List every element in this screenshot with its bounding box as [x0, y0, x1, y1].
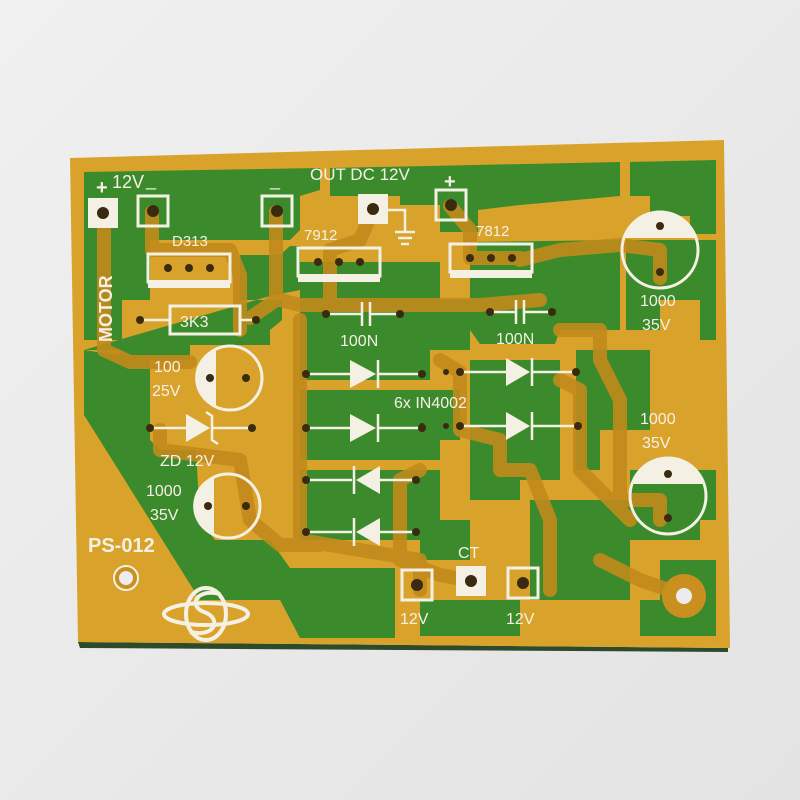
label-100n-left: 100N [340, 333, 378, 350]
cap-1000-right-footprint [628, 456, 708, 536]
exposed-substrate-corner [78, 430, 300, 642]
label-cap-1000-right-value: 1000 [640, 411, 676, 428]
label-motor-minus: _ [145, 170, 157, 191]
diode-1 [302, 360, 426, 388]
cap-1000-left-footprint [193, 472, 262, 540]
label-input-right: 12V [506, 611, 535, 628]
diode-5 [302, 466, 420, 494]
label-d313: D313 [172, 233, 208, 250]
label-7812: 7812 [476, 223, 509, 240]
label-model: PS-012 [88, 535, 155, 557]
pad-out-minus [260, 194, 294, 228]
d313-footprint [146, 252, 232, 288]
label-7912: 7912 [304, 227, 337, 244]
label-cap-1000-left-value: 1000 [146, 483, 182, 500]
resistor-3k3 [136, 304, 260, 336]
diode-4 [456, 412, 582, 440]
label-diodes: 6x IN4002 [394, 395, 467, 412]
label-100n-right: 100N [496, 331, 534, 348]
label-out-plus: + [444, 171, 456, 193]
silkscreen-text: + 12V _ MOTOR OUT DC 12V _ + D313 7912 7… [88, 165, 676, 628]
label-out-minus: _ [269, 170, 281, 191]
label-cap-100-voltage: 25V [152, 383, 181, 400]
pad-ct [456, 566, 486, 596]
diode-2 [456, 358, 580, 386]
copper-traces [97, 199, 693, 603]
cap-1000-top-footprint [620, 210, 700, 290]
7912-footprint [296, 246, 382, 282]
label-input-left: 12V [400, 611, 429, 628]
label-motor-plus: + [96, 177, 108, 199]
regulator-footprints [146, 242, 534, 288]
diode-6 [302, 518, 420, 546]
label-cap-1000-left-voltage: 35V [150, 507, 179, 524]
pad-motor-minus [136, 194, 170, 228]
zener-diode [146, 410, 256, 446]
label-zener: ZD 12V [160, 453, 215, 470]
label-ct: CT [458, 545, 480, 562]
vias [419, 369, 449, 429]
pads [88, 188, 540, 602]
label-motor-voltage: 12V [112, 172, 144, 192]
pad-out-plus [434, 188, 468, 222]
pad-input-left [400, 568, 434, 602]
7812-footprint [448, 242, 534, 278]
label-cap-100-value: 100 [154, 359, 181, 376]
label-cap-1000-top-voltage: 35V [642, 317, 671, 334]
cap-100-footprint [195, 344, 264, 412]
board-edge-shadow [78, 642, 728, 652]
label-3k3: 3K3 [180, 314, 209, 331]
pad-motor-plus [88, 198, 118, 228]
label-cap-1000-top-value: 1000 [640, 293, 676, 310]
label-cap-1000-right-voltage: 35V [642, 435, 671, 452]
label-out-dc: OUT DC 12V [310, 165, 410, 184]
ground-symbol [388, 208, 415, 246]
manufacturer-logo [162, 586, 250, 642]
label-motor: MOTOR [96, 275, 116, 342]
diodes [146, 358, 582, 546]
pad-out-gnd [358, 194, 388, 224]
mounting-holes [113, 565, 706, 618]
pad-input-right [506, 566, 540, 600]
cap-100n-left-symbol [322, 302, 404, 326]
cap-100n-right-symbol [486, 300, 556, 324]
